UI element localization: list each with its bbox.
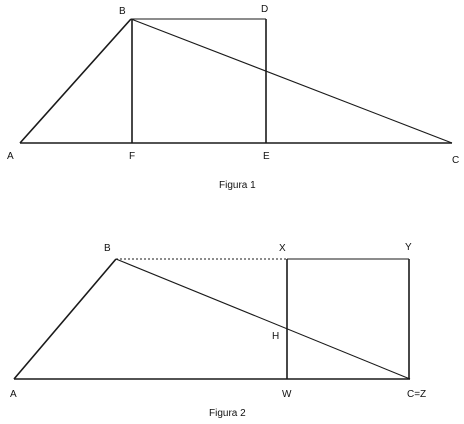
fig2-label-X: X	[279, 243, 286, 254]
fig2-label-B: B	[104, 243, 111, 254]
fig1-label-A: A	[7, 151, 14, 162]
fig1-segment-BC	[130, 18, 453, 144]
fig1-label-F: F	[129, 151, 135, 162]
fig1-caption: Figura 1	[219, 180, 256, 191]
fig1-label-B: B	[119, 6, 126, 17]
fig1-label-E: E	[263, 151, 270, 162]
fig1-segment-AB	[19, 18, 132, 144]
fig2-label-CZ: C=Z	[407, 389, 426, 400]
fig2-label-W: W	[282, 389, 292, 400]
fig2-label-Y: Y	[405, 242, 412, 253]
fig2-caption: Figura 2	[209, 408, 246, 419]
fig2-segment-BC	[115, 258, 411, 380]
fig1-label-C: C	[452, 155, 459, 166]
fig1-label-D: D	[261, 4, 268, 15]
figure-2: A B X Y H W C=Z Figura 2	[10, 242, 426, 419]
figure-1: A B D F E C Figura 1	[7, 4, 459, 191]
fig2-label-H: H	[272, 331, 279, 342]
fig2-segment-AB	[13, 258, 117, 380]
fig2-label-A: A	[10, 389, 17, 400]
